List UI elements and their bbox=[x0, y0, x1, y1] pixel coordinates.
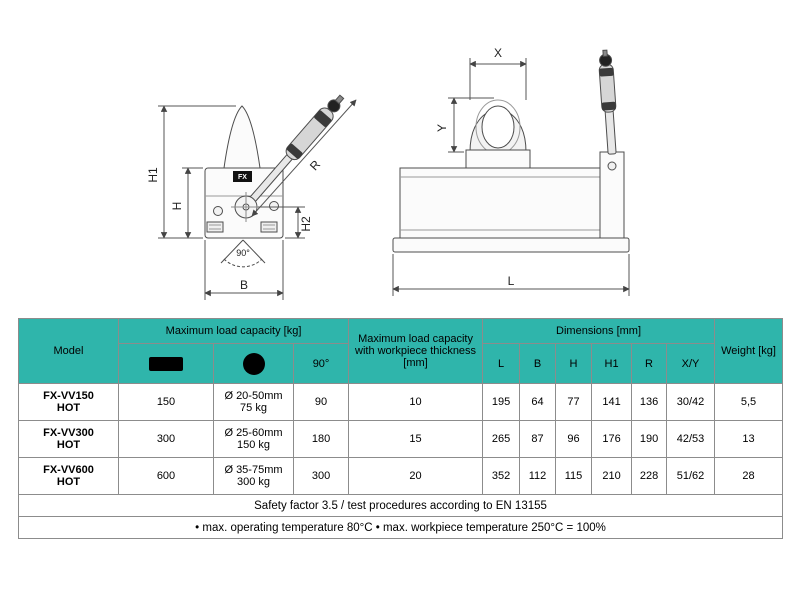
model-cell: FX-VV600 HOT bbox=[18, 457, 119, 495]
header-round-material bbox=[213, 343, 294, 384]
logo-text: FX bbox=[238, 174, 247, 181]
angle-capacity-cell: 300 bbox=[292, 457, 350, 495]
dim-l-cell: 265 bbox=[482, 420, 521, 458]
dim-label-r: R bbox=[307, 157, 323, 173]
side-view bbox=[392, 49, 630, 253]
dim-label-angle: 90° bbox=[236, 248, 250, 258]
dim-b-cell: 87 bbox=[519, 420, 557, 458]
table-row: FX-VV150 HOT 150 Ø 20-50mm 75 kg 90 10 1… bbox=[18, 383, 784, 421]
dim-h1-cell: 210 bbox=[591, 457, 633, 495]
safety-note: Safety factor 3.5 / test procedures acco… bbox=[17, 494, 784, 517]
screw-right bbox=[269, 201, 279, 211]
header-dimensions: Dimensions [mm] bbox=[482, 318, 716, 344]
model-name: FX-VV300 bbox=[43, 427, 94, 439]
model-name: FX-VV600 bbox=[43, 464, 94, 476]
dim-label-h: H bbox=[170, 202, 184, 211]
spec-table: Model Maximum load capacity [kg] Maximum… bbox=[17, 318, 784, 539]
header-weight: Weight [kg] bbox=[714, 318, 784, 384]
header-model: Model bbox=[18, 318, 119, 384]
table-row: FX-VV300 HOT 300 Ø 25-60mm 150 kg 180 15… bbox=[18, 420, 784, 458]
bottom-plate bbox=[392, 237, 630, 253]
model-suffix: HOT bbox=[56, 476, 81, 488]
dim-label-b: B bbox=[240, 278, 248, 292]
side-view-dimensions bbox=[392, 58, 630, 296]
angle-capacity-cell: 180 bbox=[292, 420, 350, 458]
model-cell: FX-VV150 HOT bbox=[18, 383, 119, 421]
safety-note-row: Safety factor 3.5 / test procedures acco… bbox=[17, 494, 784, 517]
weight-cell: 13 bbox=[714, 420, 784, 458]
dim-r-cell: 190 bbox=[631, 420, 668, 458]
header-flat-material bbox=[118, 343, 214, 384]
flat-capacity-cell: 150 bbox=[118, 383, 214, 421]
eye-base bbox=[465, 149, 531, 169]
dim-label-y: Y bbox=[435, 124, 449, 132]
model-suffix: HOT bbox=[56, 402, 81, 414]
temperature-note: • max. operating temperature 80°C • max.… bbox=[17, 516, 784, 539]
flat-capacity-cell: 300 bbox=[118, 420, 214, 458]
dim-l-cell: 195 bbox=[482, 383, 521, 421]
technical-drawing: FX bbox=[146, 46, 630, 300]
model-cell: FX-VV300 HOT bbox=[18, 420, 119, 458]
dim-r-cell: 228 bbox=[631, 457, 668, 495]
dim-xy-cell: 30/42 bbox=[666, 383, 716, 421]
dim-h1-cell: 141 bbox=[591, 383, 633, 421]
flat-capacity-cell: 600 bbox=[118, 457, 214, 495]
model-name: FX-VV150 bbox=[43, 390, 94, 402]
handle-front bbox=[248, 94, 345, 203]
dim-l-cell: 352 bbox=[482, 457, 521, 495]
dim-label-l: L bbox=[508, 274, 515, 288]
dim-b-cell: 112 bbox=[519, 457, 557, 495]
flat-material-icon bbox=[149, 356, 183, 371]
header-row-1: Model Maximum load capacity [kg] Maximum… bbox=[18, 318, 784, 384]
model-suffix: HOT bbox=[56, 439, 81, 451]
header-max-load: Maximum load capacity [kg] bbox=[117, 318, 350, 344]
header-thickness: Maximum load capacity with workpiece thi… bbox=[348, 318, 484, 384]
rating-plate-right bbox=[260, 221, 278, 233]
header-dim-xy: X/Y bbox=[666, 343, 716, 384]
logo-plate bbox=[233, 171, 252, 182]
header-angle: 90° bbox=[292, 343, 350, 384]
round-capacity-cell: Ø 35-75mm 300 kg bbox=[213, 457, 294, 495]
table-row: FX-VV600 HOT 600 Ø 35-75mm 300 kg 300 20… bbox=[18, 457, 784, 495]
handle-side bbox=[598, 49, 617, 155]
weight-cell: 28 bbox=[714, 457, 784, 495]
suspension-fin bbox=[223, 105, 261, 169]
dim-label-x: X bbox=[494, 46, 502, 60]
front-view: FX bbox=[204, 94, 345, 268]
round-capacity-cell: Ø 25-60mm 150 kg bbox=[213, 420, 294, 458]
header-dim-b: B bbox=[519, 343, 557, 384]
thickness-cell: 10 bbox=[348, 383, 484, 421]
screw-left bbox=[213, 206, 223, 216]
header-dim-h: H bbox=[555, 343, 593, 384]
header-dim-r: R bbox=[631, 343, 668, 384]
dim-label-h2: H2 bbox=[299, 216, 313, 232]
eye-opening bbox=[481, 105, 515, 149]
dim-label-h1: H1 bbox=[146, 167, 160, 183]
dim-xy-cell: 51/62 bbox=[666, 457, 716, 495]
front-view-dimensions bbox=[158, 99, 357, 300]
round-material-icon bbox=[242, 352, 265, 375]
round-capacity-cell: Ø 20-50mm 75 kg bbox=[213, 383, 294, 421]
thickness-cell: 20 bbox=[348, 457, 484, 495]
header-dim-h1: H1 bbox=[591, 343, 633, 384]
dim-r-cell: 136 bbox=[631, 383, 668, 421]
magnet-body-side bbox=[399, 167, 601, 239]
weight-cell: 5,5 bbox=[714, 383, 784, 421]
rating-plate-left bbox=[206, 221, 224, 233]
dim-b-cell: 64 bbox=[519, 383, 557, 421]
header-dim-l: L bbox=[482, 343, 521, 384]
dim-xy-cell: 42/53 bbox=[666, 420, 716, 458]
dim-h-cell: 115 bbox=[555, 457, 593, 495]
dim-h-cell: 77 bbox=[555, 383, 593, 421]
dim-h-cell: 96 bbox=[555, 420, 593, 458]
angle-capacity-cell: 90 bbox=[292, 383, 350, 421]
dim-h1-cell: 176 bbox=[591, 420, 633, 458]
temperature-note-row: • max. operating temperature 80°C • max.… bbox=[17, 516, 784, 539]
thickness-cell: 15 bbox=[348, 420, 484, 458]
